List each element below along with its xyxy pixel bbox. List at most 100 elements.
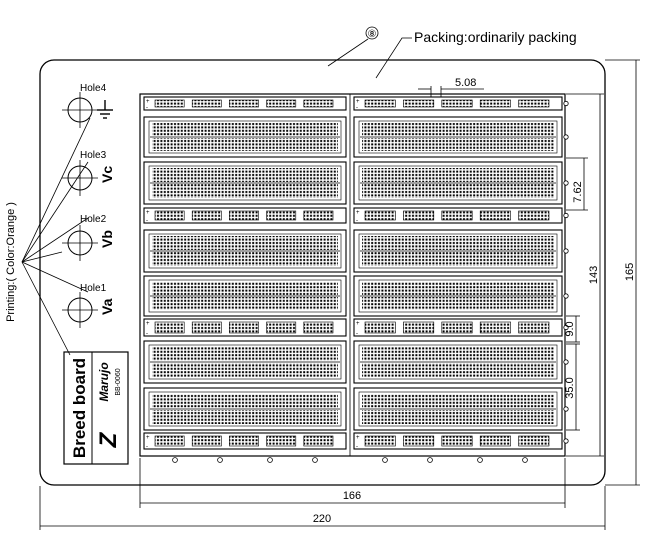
terminal-holes-top bbox=[152, 168, 338, 182]
bottom-foot bbox=[267, 457, 273, 463]
hole-1: Hole1 Va bbox=[62, 283, 115, 328]
power-rail-holes bbox=[154, 99, 185, 108]
power-rail-holes bbox=[191, 321, 222, 334]
printing-leaders bbox=[21, 117, 91, 356]
edge-post bbox=[563, 134, 569, 140]
bottom-foot bbox=[427, 457, 433, 463]
terminal-inner-frame bbox=[148, 279, 342, 313]
power-rail-holes bbox=[364, 321, 396, 334]
terminal-holes-top bbox=[362, 347, 554, 361]
rail-minus-mark: - bbox=[146, 218, 148, 224]
power-rail-holes bbox=[518, 321, 550, 334]
row-strip-frame bbox=[353, 116, 563, 158]
power-rail-holes bbox=[479, 99, 511, 108]
power-rail-holes bbox=[266, 321, 297, 334]
bottom-foot bbox=[382, 457, 388, 463]
hole-1-label: Hole1 bbox=[80, 283, 107, 294]
power-rail-holes bbox=[229, 435, 259, 447]
power-rail-holes bbox=[229, 321, 259, 334]
terminal-inner-frame bbox=[358, 391, 558, 427]
power-rail-holes bbox=[191, 210, 222, 221]
row-strip-frame bbox=[143, 229, 347, 273]
terminal-inner-frame bbox=[358, 165, 558, 201]
terminal-holes-top bbox=[362, 236, 554, 250]
power-rail-holes bbox=[303, 321, 334, 334]
hole-3-symbol: Vc bbox=[99, 166, 115, 183]
rail-minus-mark: - bbox=[356, 218, 358, 224]
callout-number: ⑧ bbox=[368, 29, 377, 40]
terminal-holes-bottom bbox=[152, 138, 338, 151]
edge-post bbox=[563, 100, 569, 107]
rail-minus-mark: - bbox=[146, 444, 148, 450]
power-rail-holes bbox=[229, 99, 259, 108]
power-rail-holes bbox=[154, 435, 185, 447]
logo-block: Breed board Marujo BB-0060 Z bbox=[63, 351, 129, 465]
edge-post bbox=[563, 293, 569, 299]
bottom-foot bbox=[217, 457, 223, 463]
ground-symbol-icon bbox=[97, 100, 113, 119]
terminal-holes-bottom bbox=[152, 363, 338, 377]
terminal-height-label: 35.0 bbox=[564, 377, 576, 398]
power-rail-holes bbox=[303, 99, 334, 108]
terminal-holes-top bbox=[152, 123, 338, 136]
terminal-holes-top bbox=[362, 394, 554, 408]
logo-model-name: Marujo bbox=[97, 362, 111, 401]
power-rail-holes bbox=[479, 435, 511, 447]
terminal-inner-frame bbox=[358, 344, 558, 380]
row-strip-frame bbox=[353, 387, 563, 431]
power-rail-holes bbox=[364, 99, 396, 108]
rail-plus-mark: + bbox=[146, 210, 150, 216]
edge-post bbox=[563, 359, 569, 365]
rail-plus-mark: + bbox=[356, 210, 360, 216]
bottom-foot bbox=[172, 457, 178, 463]
terminal-holes-top bbox=[362, 123, 554, 136]
hole-4-label: Hole4 bbox=[80, 83, 107, 94]
terminal-holes-top bbox=[362, 168, 554, 182]
power-rail-holes bbox=[441, 321, 473, 334]
power-rail-holes bbox=[518, 99, 550, 108]
rail-plus-mark: + bbox=[356, 435, 360, 441]
callout-circle bbox=[365, 26, 379, 40]
terminal-inner-frame bbox=[358, 279, 558, 313]
terminal-holes-top bbox=[152, 394, 338, 408]
printing-note: Printing:( Color:Orange ) bbox=[5, 202, 17, 322]
terminal-holes-bottom bbox=[152, 410, 338, 424]
terminal-holes-top bbox=[362, 282, 554, 295]
power-rail-holes bbox=[266, 210, 297, 221]
terminal-inner-frame bbox=[358, 233, 558, 269]
breadboard-rows: +-+-+-+-+-+-+-+- bbox=[143, 96, 569, 463]
terminal-inner-frame bbox=[148, 120, 342, 154]
hole-3-label-text: Hole3 bbox=[80, 150, 107, 161]
edge-post bbox=[563, 180, 569, 186]
power-rail-holes bbox=[518, 435, 550, 447]
terminal-holes-top bbox=[152, 282, 338, 295]
plate-outline bbox=[39, 59, 606, 486]
terminal-inner-frame bbox=[148, 165, 342, 201]
power-rail-holes bbox=[403, 435, 435, 447]
packing-note: Packing:ordinarily packing bbox=[414, 29, 577, 45]
bottom-foot bbox=[477, 457, 483, 463]
power-rail-holes bbox=[441, 435, 473, 447]
rail-minus-mark: - bbox=[356, 105, 358, 111]
power-rail-holes bbox=[154, 210, 185, 221]
row-strip-frame bbox=[353, 432, 563, 450]
row-strip-frame bbox=[353, 96, 563, 111]
terminal-inner-frame bbox=[148, 391, 342, 427]
power-rail-holes bbox=[191, 99, 222, 108]
terminal-holes-bottom bbox=[362, 297, 554, 310]
row-strip-frame bbox=[143, 116, 347, 158]
rail-plus-mark: + bbox=[146, 435, 150, 441]
edge-post bbox=[563, 324, 569, 331]
power-rail-holes bbox=[441, 99, 473, 108]
pitch-label: 5.08 bbox=[455, 77, 476, 89]
bottom-dimensions bbox=[39, 458, 606, 530]
edge-post bbox=[563, 406, 569, 412]
power-rail-holes bbox=[191, 435, 222, 447]
terminal-holes-bottom bbox=[152, 252, 338, 266]
rail-minus-mark: - bbox=[146, 331, 148, 337]
power-rail-holes bbox=[229, 210, 259, 221]
row-strip-frame bbox=[353, 318, 563, 337]
packing-leader bbox=[375, 37, 412, 79]
right-dimensions bbox=[566, 59, 640, 486]
terminal-holes-bottom bbox=[362, 184, 554, 198]
